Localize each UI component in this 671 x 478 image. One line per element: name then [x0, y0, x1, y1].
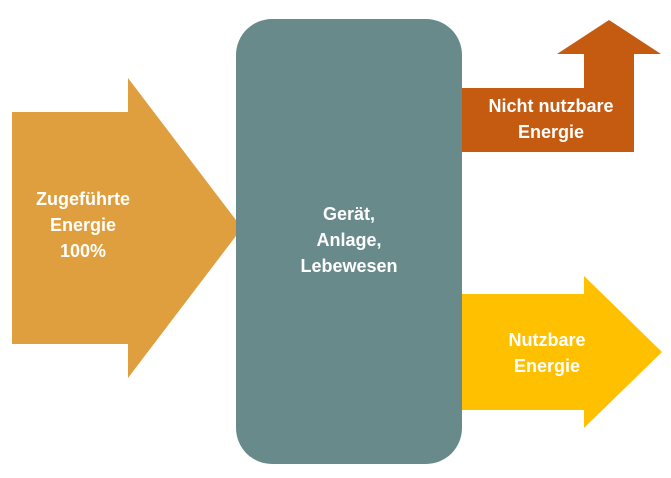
device-line-1: Gerät,: [322, 204, 376, 224]
input-energy-arrow: [12, 78, 242, 378]
device-label: Gerät, Anlage, Lebewesen: [236, 201, 462, 279]
waste-energy-line-2: Energie: [517, 122, 585, 142]
useful-energy-line-1: Nutzbare: [508, 330, 586, 350]
useful-energy-label: Nutzbare Energie: [462, 327, 632, 379]
waste-energy-label: Nicht nutzbare Energie: [462, 93, 640, 145]
waste-energy-arrow: [440, 20, 661, 152]
device-box: [236, 19, 462, 464]
input-energy-line-1: Zugeführte: [36, 189, 130, 209]
waste-energy-line-1: Nicht nutzbare: [488, 96, 614, 116]
useful-energy-line-2: Energie: [513, 356, 581, 376]
input-energy-line-2: Energie: [49, 215, 117, 235]
useful-energy-arrow: [440, 276, 662, 428]
device-line-3: Lebewesen: [300, 256, 398, 276]
input-energy-label: Zugeführte Energie 100%: [12, 186, 154, 264]
device-line-2: Anlage,: [316, 230, 382, 250]
input-energy-line-3: 100%: [59, 241, 107, 261]
